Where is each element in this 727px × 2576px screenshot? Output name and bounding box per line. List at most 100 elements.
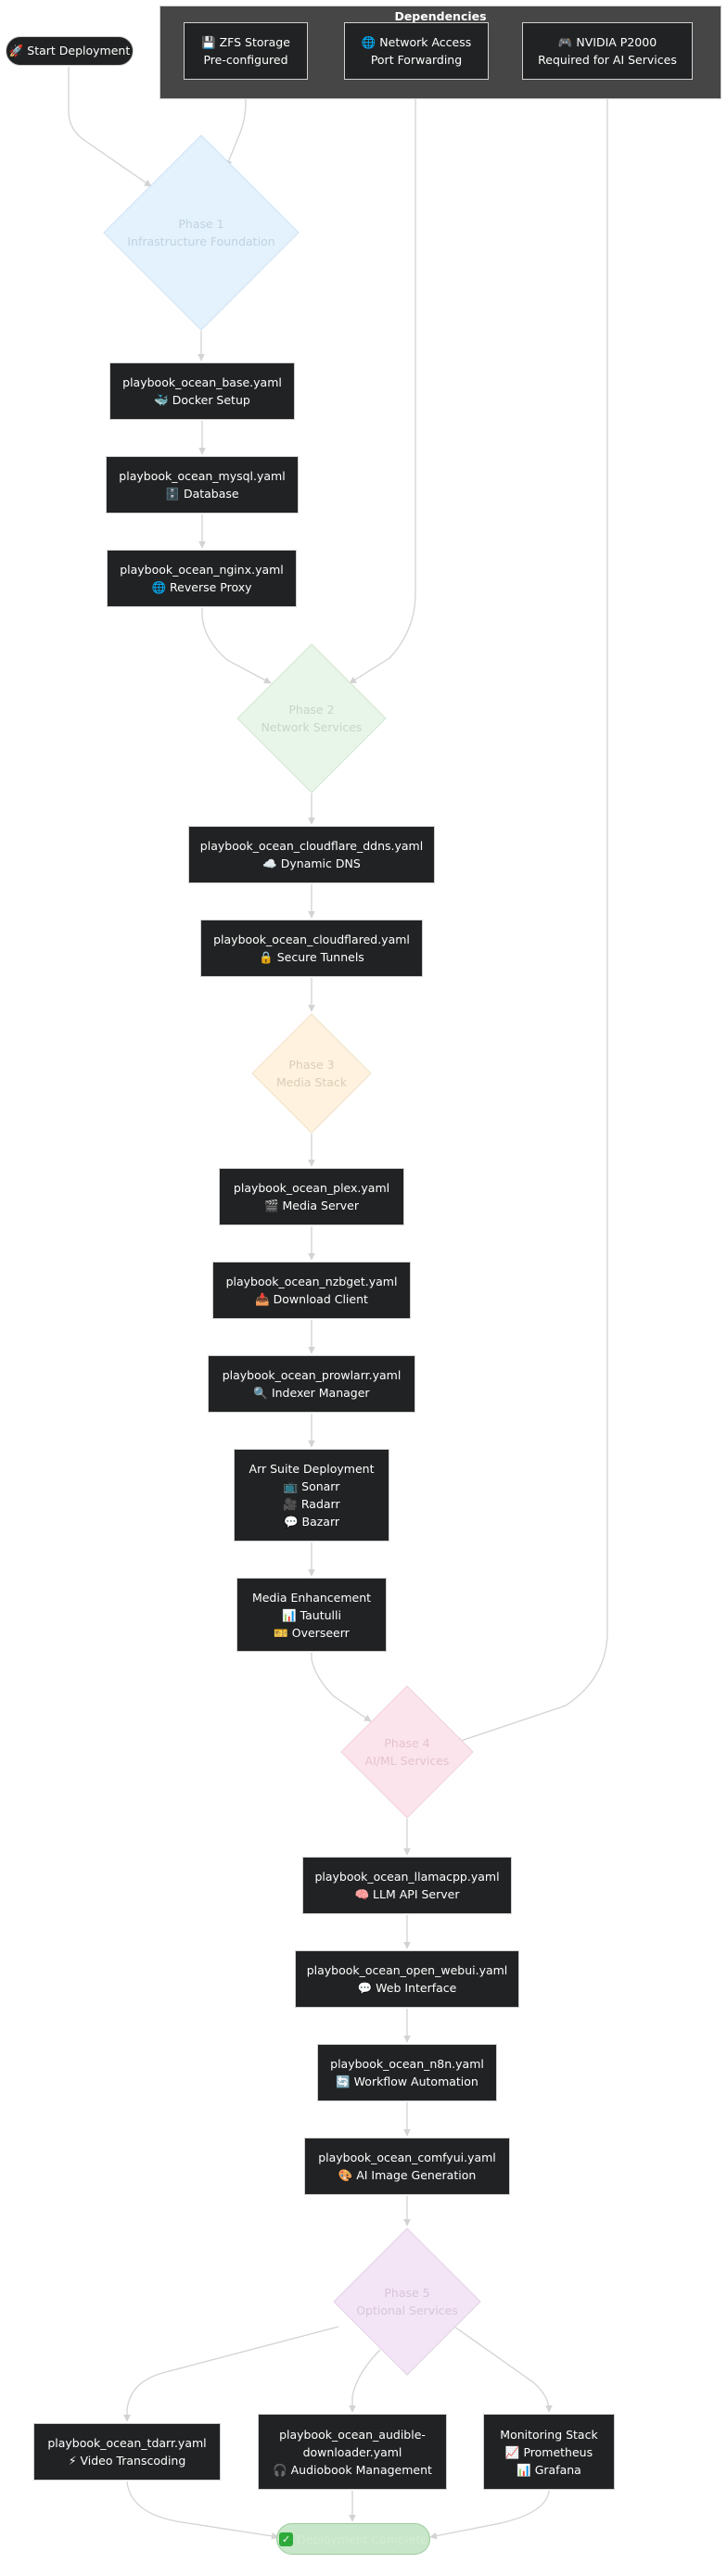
deployment-complete[interactable]: ✓ Deployment Complete [276,2523,430,2555]
dep-network-title: 🌐 Network Access [361,35,472,49]
enhance-title: Media Enhancement [251,1590,372,1605]
phase5-subtitle: Optional Services [356,2303,458,2317]
playbook-base[interactable]: playbook_ocean_base.yaml 🐳 Docker Setup [109,362,295,420]
dep-network-access[interactable]: 🌐 Network Access Port Forwarding [344,22,489,80]
deployment-complete-label: Deployment Complete [297,2532,427,2546]
phase2-subtitle: Network Services [261,720,363,734]
edge-phase5-audible [349,2349,381,2413]
monitoring-prometheus: 📈 Prometheus [504,2444,593,2459]
playbook-ddns-file: playbook_ocean_cloudflare_ddns.yaml [199,839,424,853]
playbook-mysql-file: playbook_ocean_mysql.yaml [119,469,286,483]
playbook-webui-file: playbook_ocean_open_webui.yaml [306,1963,508,1977]
phase1-diamond [103,134,300,331]
playbook-n8n[interactable]: playbook_ocean_n8n.yaml 🔄 Workflow Autom… [317,2044,497,2101]
enhance-overseerr: 🎫 Overseerr [274,1625,350,1640]
playbook-prowlarr[interactable]: playbook_ocean_prowlarr.yaml 🔍 Indexer M… [208,1355,415,1413]
playbook-nginx-desc: 🌐 Reverse Proxy [151,580,252,594]
phase2-decision[interactable]: Phase 2 Network Services [236,643,387,793]
playbook-nginx[interactable]: playbook_ocean_nginx.yaml 🌐 Reverse Prox… [107,550,297,607]
enhance-tautulli: 📊 Tautulli [282,1607,341,1622]
playbook-base-file: playbook_ocean_base.yaml [122,375,282,389]
phase5-title: Phase 5 [384,2286,430,2300]
playbook-tunnel-desc: 🔒 Secure Tunnels [259,950,364,964]
playbook-nzbget-desc: 📥 Download Client [255,1292,368,1306]
playbook-nginx-file: playbook_ocean_nginx.yaml [120,563,284,577]
playbook-audible-downloader[interactable]: playbook_ocean_audible- downloader.yaml … [258,2414,447,2490]
phase5-decision[interactable]: Phase 5 Optional Services [333,2227,481,2376]
playbook-prowlarr-desc: 🔍 Indexer Manager [253,1386,370,1400]
playbook-llama-desc: 🧠 LLM API Server [354,1887,460,1901]
monitoring-title: Monitoring Stack [500,2427,598,2442]
playbook-tdarr-desc: ⚡ Video Transcoding [68,2454,186,2468]
edge-network-phase2 [349,81,416,684]
playbook-llama-file: playbook_ocean_llamacpp.yaml [314,1870,500,1884]
dep-gpu-title: 🎮 NVIDIA P2000 [557,35,657,49]
playbook-audible-desc: 🎧 Audiobook Management [273,2462,432,2477]
dep-network-sub: Port Forwarding [370,53,463,67]
phase1-decision[interactable]: Phase 1 Infrastructure Foundation [103,134,300,331]
phase5-diamond [333,2227,481,2376]
phase3-decision[interactable]: Phase 3 Media Stack [251,1013,372,1134]
playbook-nzbget[interactable]: playbook_ocean_nzbget.yaml 📥 Download Cl… [212,1262,411,1319]
dep-gpu-sub: Required for AI Services [538,53,677,67]
playbook-tunnel-file: playbook_ocean_cloudflared.yaml [213,933,410,946]
phase4-subtitle: AI/ML Services [364,1754,450,1768]
edge-gpu-phase4 [454,81,608,1745]
edge-start-phase1 [68,67,152,187]
dep-zfs-sub: Pre-configured [203,53,288,67]
edge-phase5-tdarr [123,2326,339,2422]
playbook-tdarr[interactable]: playbook_ocean_tdarr.yaml ⚡ Video Transc… [33,2423,221,2481]
playbook-ddns-desc: ☁️ Dynamic DNS [262,857,361,870]
playbook-base-desc: 🐳 Docker Setup [154,393,250,407]
edge-phase5-monitor [453,2326,553,2413]
playbook-comfy-desc: 🎨 AI Image Generation [338,2168,477,2182]
edge-enhance-phase4 [311,1653,372,1722]
playbook-comfy-file: playbook_ocean_comfyui.yaml [318,2151,496,2164]
start-node[interactable]: 🚀 Start Deployment [6,36,134,66]
checkmark-icon: ✓ [279,2532,294,2546]
phase2-title: Phase 2 [288,703,335,717]
playbook-n8n-file: playbook_ocean_n8n.yaml [330,2057,484,2071]
phase1-title: Phase 1 [178,217,224,231]
media-enhancement[interactable]: Media Enhancement 📊 Tautulli 🎫 Overseerr [236,1578,387,1652]
phase3-title: Phase 3 [288,1058,335,1072]
playbook-audible-file-1: playbook_ocean_audible- [279,2427,426,2442]
edge-monitor-final [429,2490,550,2540]
playbook-n8n-desc: 🔄 Workflow Automation [336,2075,478,2088]
phase3-diamond [251,1013,372,1134]
dep-nvidia-gpu[interactable]: 🎮 NVIDIA P2000 Required for AI Services [522,22,693,80]
playbook-plex-desc: 🎬 Media Server [263,1199,360,1212]
phase4-title: Phase 4 [384,1736,430,1750]
phase2-diamond [236,643,387,793]
arr-suite-deployment[interactable]: Arr Suite Deployment 📺 Sonarr 🎥 Radarr 💬… [234,1449,389,1542]
playbook-open-webui[interactable]: playbook_ocean_open_webui.yaml 💬 Web Int… [295,1950,519,2008]
playbook-plex[interactable]: playbook_ocean_plex.yaml 🎬 Media Server [219,1168,404,1225]
playbook-llamacpp[interactable]: playbook_ocean_llamacpp.yaml 🧠 LLM API S… [302,1857,512,1914]
monitoring-grafana: 📊 Grafana [517,2462,581,2477]
edge-zfs-phase1 [225,81,247,168]
playbook-comfyui[interactable]: playbook_ocean_comfyui.yaml 🎨 AI Image G… [304,2138,510,2195]
playbook-tdarr-file: playbook_ocean_tdarr.yaml [47,2436,207,2450]
dep-zfs-storage[interactable]: 💾 ZFS Storage Pre-configured [184,22,308,80]
playbook-prowlarr-file: playbook_ocean_prowlarr.yaml [222,1368,402,1382]
phase4-diamond [340,1685,474,1819]
playbook-cloudflared[interactable]: playbook_ocean_cloudflared.yaml 🔒 Secure… [200,920,423,977]
dependencies-title: Dependencies [394,9,487,23]
arr-radarr: 🎥 Radarr [283,1497,340,1511]
playbook-audible-file-2: downloader.yaml [302,2444,402,2459]
playbook-mysql-desc: 🗄️ Database [165,487,239,501]
playbook-plex-file: playbook_ocean_plex.yaml [233,1181,390,1195]
phase3-subtitle: Media Stack [275,1075,348,1089]
edge-tdarr-final [126,2481,279,2540]
phase4-decision[interactable]: Phase 4 AI/ML Services [340,1685,474,1819]
playbook-nzbget-file: playbook_ocean_nzbget.yaml [225,1275,398,1288]
playbook-cloudflare-ddns[interactable]: playbook_ocean_cloudflare_ddns.yaml ☁️ D… [188,826,435,883]
playbook-webui-desc: 💬 Web Interface [357,1981,457,1995]
playbook-mysql[interactable]: playbook_ocean_mysql.yaml 🗄️ Database [106,456,299,514]
edge-nginx-phase2 [201,608,272,684]
arr-sonarr: 📺 Sonarr [283,1479,340,1493]
dep-zfs-title: 💾 ZFS Storage [201,35,290,49]
phase1-subtitle: Infrastructure Foundation [127,235,275,248]
monitoring-stack[interactable]: Monitoring Stack 📈 Prometheus 📊 Grafana [483,2414,615,2490]
